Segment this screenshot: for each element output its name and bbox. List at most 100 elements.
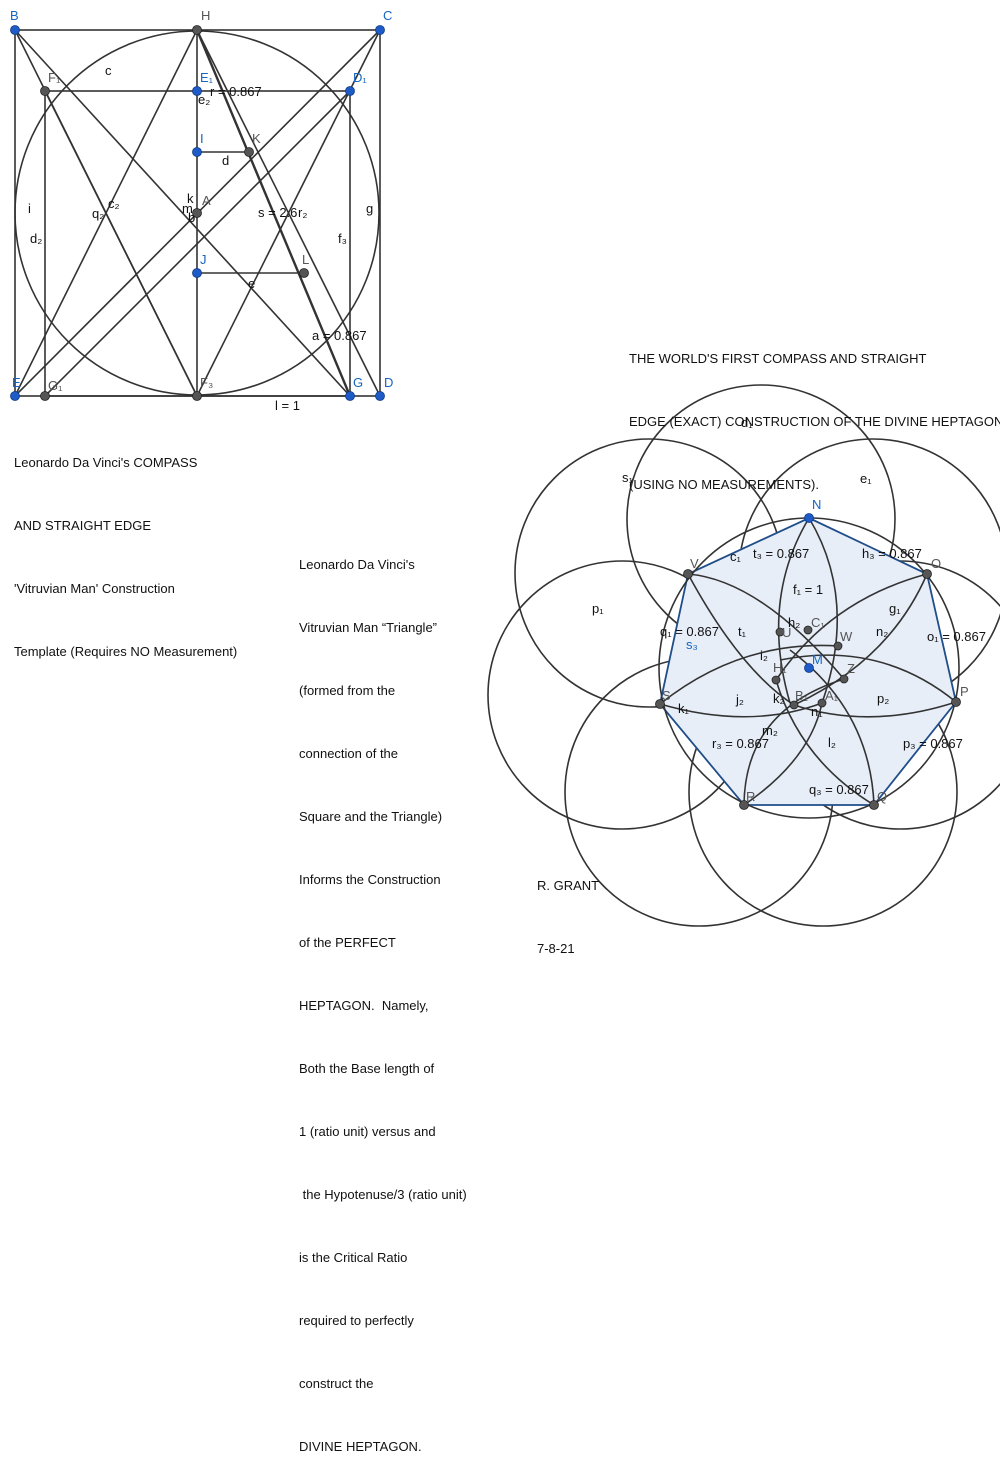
point-Z: [839, 674, 849, 684]
vertex-P: [951, 697, 961, 707]
text-line: the Hypotenuse/3 (ratio unit): [299, 1187, 467, 1202]
label-V: V: [690, 556, 699, 571]
point-G1: [40, 391, 50, 401]
text-line: Both the Base length of: [299, 1061, 435, 1076]
text-line: HEPTAGON. Namely,: [299, 998, 429, 1013]
left-caption: Leonardo Da Vinci's COMPASS AND STRAIGHT…: [14, 410, 237, 683]
label-E: E: [12, 375, 21, 390]
author-date: 7-8-21: [537, 941, 575, 956]
label-Q: Q: [877, 789, 887, 804]
point-W: [833, 641, 843, 651]
point-U: [775, 627, 785, 637]
point-D: [375, 391, 385, 401]
point-C1: [803, 625, 813, 635]
title-line: EDGE (EXACT) CONSTRUCTION OF THE DIVINE …: [629, 414, 1000, 429]
label-F3: F₃: [200, 375, 213, 390]
label-W: W: [840, 629, 853, 644]
diag-B-G: [14, 29, 351, 397]
measure-t1: t₁: [738, 624, 747, 639]
label-F1: F₁: [48, 70, 61, 85]
seg-label-i: i: [28, 201, 31, 216]
seg-label-c2: c₂: [108, 196, 120, 211]
label-D1: D₁: [353, 70, 367, 85]
text-line: 1 (ratio unit) versus and: [299, 1124, 436, 1139]
circle-label-e1: e₁: [860, 471, 872, 486]
label-D: D: [384, 375, 393, 390]
label-G1: G₁: [48, 378, 63, 393]
point-G: [345, 391, 355, 401]
seg-label-q2: q₂: [92, 206, 104, 221]
triangle-hypotenuse: [195, 29, 352, 397]
diag-F1-F: [44, 90, 198, 397]
text-line: required to perfectly: [299, 1313, 414, 1328]
heptagon-title: THE WORLD'S FIRST COMPASS AND STRAIGHT E…: [629, 306, 1000, 516]
measure-l2: l₂: [828, 735, 836, 750]
diag-H-D: [196, 29, 381, 397]
point-H: [192, 25, 202, 35]
circle-label-p1: p₁: [592, 601, 604, 616]
label-C1: C₁: [811, 615, 825, 630]
seg-label-l: l = 1: [275, 398, 300, 413]
label-A1: A₁: [825, 688, 839, 703]
seg-label-b: b: [188, 210, 195, 225]
seg-label-f3: f₃: [338, 231, 347, 246]
measure-n1: n₁: [811, 704, 823, 719]
label-P: P: [960, 684, 969, 699]
point-M: [804, 663, 814, 673]
vertex-N: [804, 513, 814, 523]
point-A1: [817, 698, 827, 708]
measure-t3: t₃ = 0.867: [753, 546, 809, 561]
caption-line: Template (Requires NO Measurement): [14, 644, 238, 659]
measure-q1: q₁ = 0.867: [660, 624, 719, 639]
point-A: [192, 208, 202, 218]
label-H: H: [201, 8, 210, 23]
measure-i2: i₂: [760, 648, 768, 663]
seg-label-d: d: [222, 153, 229, 168]
text-line: DIVINE HEPTAGON.: [299, 1439, 422, 1454]
points-gray: [40, 25, 309, 401]
label-B: B: [10, 8, 19, 23]
label-I: I: [200, 131, 204, 146]
vertex-points: [655, 513, 961, 810]
point-I: [192, 147, 202, 157]
seg-label-e2: e₂: [198, 92, 210, 107]
measure-n2: n₂: [876, 624, 888, 639]
text-line: construct the: [299, 1376, 374, 1391]
seg-label-r: r = 0.867: [210, 84, 262, 99]
vitruvian-construction: B C E D E₁ D₁ I J G H F₁ A K L G₁ F₃ c e…: [10, 8, 393, 413]
seg-label-g: g: [366, 201, 373, 216]
label-B1: B₁: [795, 688, 809, 703]
inner-points: [771, 625, 849, 710]
seg-label-r2: r₂: [298, 205, 307, 220]
seg-label-d2: d₂: [30, 231, 42, 246]
label-C: C: [383, 8, 392, 23]
text-line: connection of the: [299, 746, 399, 761]
seg-label-c: c: [105, 63, 112, 78]
author-signature: R. GRANT 7-8-21: [537, 833, 599, 980]
label-H1: H₁: [773, 660, 787, 675]
label-L: L: [302, 252, 309, 267]
points-blue: [10, 25, 385, 401]
caption-line: Leonardo Da Vinci's COMPASS: [14, 455, 198, 470]
measure-h3: h₃ = 0.867: [862, 546, 922, 561]
vertex-S: [655, 699, 665, 709]
measure-j2: j₂: [735, 692, 744, 707]
measure-o1: o₁ = 0.867: [927, 629, 986, 644]
point-B1: [789, 700, 799, 710]
point-J: [192, 268, 202, 278]
vertex-R: [739, 800, 749, 810]
seg-label-m: m: [182, 201, 193, 216]
point-B: [10, 25, 20, 35]
label-U: U: [782, 625, 791, 640]
title-line: (USING NO MEASUREMENTS).: [629, 477, 819, 492]
point-K: [244, 147, 254, 157]
caption-line: 'Vitruvian Man' Construction: [14, 581, 175, 596]
text-line: Square and the Triangle): [299, 809, 443, 824]
measure-p2: p₂: [877, 691, 889, 706]
label-J: J: [200, 252, 207, 267]
label-G: G: [353, 375, 363, 390]
diag-D1-G1: [44, 90, 351, 397]
point-E: [10, 391, 20, 401]
seg-label-k: k: [187, 191, 194, 206]
text-line: Leonardo Da Vinci's: [299, 557, 415, 572]
